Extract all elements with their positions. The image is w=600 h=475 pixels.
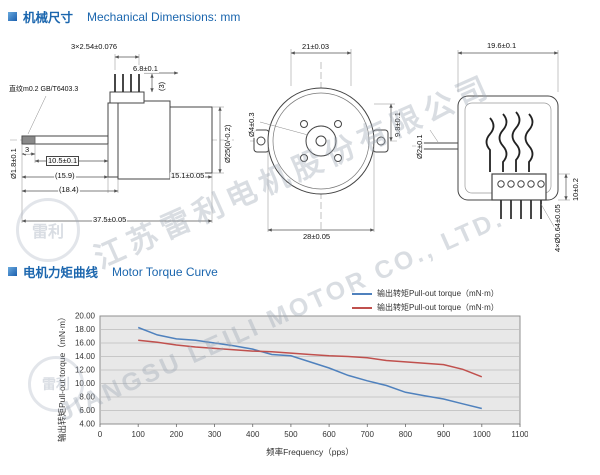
section-bullet-icon bbox=[8, 267, 17, 276]
section-header-torque: 电机力矩曲线 Motor Torque Curve bbox=[8, 262, 218, 281]
x-tick-label: 800 bbox=[399, 430, 413, 439]
x-tick-label: 1100 bbox=[511, 430, 528, 439]
y-tick-label: 16.00 bbox=[75, 339, 96, 348]
rear-view-art bbox=[412, 50, 570, 231]
y-tick-label: 4.00 bbox=[79, 420, 95, 429]
dimension-label: 3×2.54±0.076 bbox=[70, 42, 119, 51]
section-header-mechanical: 机械尺寸 Mechanical Dimensions: mm bbox=[8, 7, 240, 26]
side-view-drawing: 3×2.54±0.076 6.8±0.1 (3) 直纹m0.2 GB/T6403… bbox=[6, 30, 238, 258]
dimension-label: (3) bbox=[157, 80, 166, 92]
legend-label: 输出转矩Pull-out torque（mN·m） bbox=[377, 289, 499, 298]
dimension-label: 4×Ø0.64±0.05 bbox=[553, 203, 562, 253]
side-view-art bbox=[10, 54, 234, 223]
dimension-label: (18.4) bbox=[58, 185, 80, 194]
rear-view-drawing: 19.6±0.1 Ø2±0.1 10±0.2 4×Ø0.64±0.05 bbox=[408, 34, 593, 256]
legend-label: 输出转矩Pull-out torque（mN·m） bbox=[377, 303, 499, 312]
dimension-label: 10.5±0.1 bbox=[46, 156, 80, 166]
y-tick-label: 8.00 bbox=[79, 393, 95, 402]
mech-title-cn: 机械尺寸 bbox=[23, 11, 74, 25]
legend-line-swatch bbox=[352, 292, 372, 295]
y-tick-label: 6.00 bbox=[79, 406, 95, 415]
x-tick-label: 700 bbox=[361, 430, 375, 439]
x-tick-label: 500 bbox=[284, 430, 298, 439]
dimension-label: 9.8±0.1 bbox=[393, 111, 402, 138]
chart-legend: 输出转矩Pull-out torque（mN·m） 输出转矩Pull-out to… bbox=[352, 288, 499, 313]
front-view-drawing: 21±0.03 9.8±0.1 Ø4±0.3 28±0.05 bbox=[246, 36, 406, 251]
x-tick-label: 200 bbox=[170, 430, 184, 439]
x-tick-label: 1000 bbox=[473, 430, 491, 439]
y-tick-label: 12.00 bbox=[75, 366, 96, 375]
torque-chart-plot: 4.00 6.00 8.00 10.00 12.00 14.00 16.00 18.00 20.… bbox=[75, 312, 528, 439]
dimension-label: 15.1±0.05 bbox=[170, 171, 206, 180]
y-axis-label: 输出转矩Pull-out torque（mN·m） bbox=[57, 312, 67, 442]
x-tick-label: 300 bbox=[208, 430, 222, 439]
mech-title-en: Mechanical Dimensions: mm bbox=[87, 9, 241, 24]
section-bullet-icon bbox=[8, 12, 17, 21]
dimension-label: 19.6±0.1 bbox=[486, 41, 518, 50]
dimension-label: 直纹m0.2 GB/T6403.3 bbox=[8, 86, 80, 93]
y-tick-label: 10.00 bbox=[75, 379, 96, 388]
torque-title-cn: 电机力矩曲线 bbox=[23, 266, 99, 280]
dimension-label: 21±0.03 bbox=[301, 42, 331, 51]
x-tick-label: 0 bbox=[98, 430, 103, 439]
x-tick-label: 400 bbox=[246, 430, 260, 439]
dimension-label: 3 bbox=[24, 145, 31, 154]
dimension-label: Ø2±0.1 bbox=[415, 133, 424, 160]
y-tick-label: 14.00 bbox=[75, 352, 96, 361]
y-tick-label: 18.00 bbox=[75, 325, 96, 334]
dimension-label: (15.9) bbox=[54, 171, 76, 180]
dimension-label: 28±0.05 bbox=[302, 232, 332, 241]
dimension-label: Ø25(0/-0.2) bbox=[223, 123, 232, 164]
series-line-1 bbox=[138, 339, 483, 378]
torque-curve-chart: 输出转矩Pull-out torque（mN·m） 输出转矩Pull-out to… bbox=[0, 282, 600, 475]
dimension-label: 37.5±0.05 bbox=[92, 215, 128, 224]
legend-item: 输出转矩Pull-out torque（mN·m） bbox=[352, 302, 499, 313]
x-tick-label: 600 bbox=[322, 430, 336, 439]
torque-title-en: Motor Torque Curve bbox=[112, 264, 218, 279]
x-tick-label: 900 bbox=[437, 430, 451, 439]
dimension-label: Ø1.8±0.1 bbox=[9, 147, 18, 180]
series-line-0 bbox=[137, 326, 482, 410]
dimension-label: 6.8±0.1 bbox=[132, 64, 159, 73]
dimension-label: Ø4±0.3 bbox=[247, 111, 256, 138]
y-tick-label: 20.00 bbox=[75, 312, 96, 321]
front-view-art bbox=[250, 49, 400, 232]
x-axis-label: 频率Frequency（pps） bbox=[266, 447, 354, 457]
legend-item: 输出转矩Pull-out torque（mN·m） bbox=[352, 288, 499, 299]
dimension-label: 10±0.2 bbox=[571, 177, 580, 202]
x-tick-label: 100 bbox=[132, 430, 146, 439]
legend-line-swatch bbox=[352, 306, 372, 309]
